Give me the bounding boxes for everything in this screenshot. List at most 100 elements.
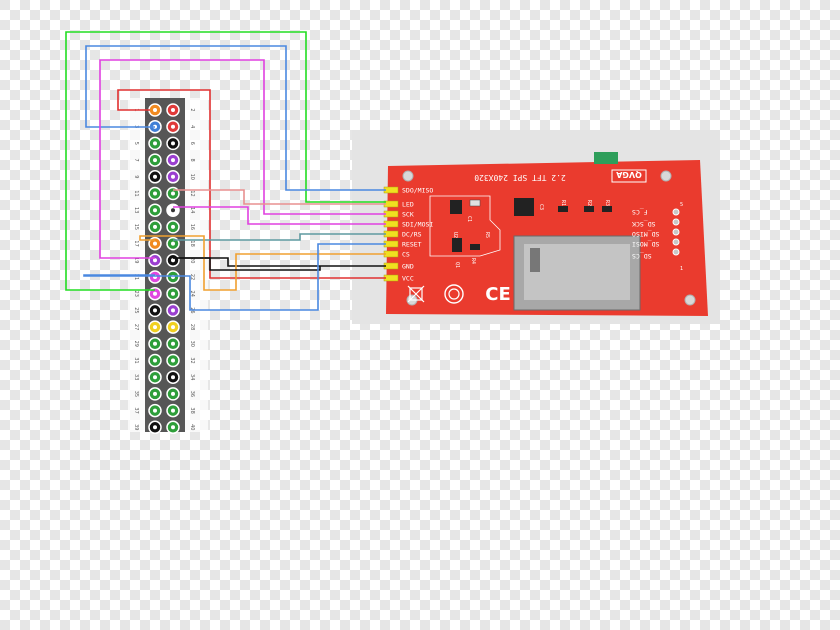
header-pin-hole [153,191,157,196]
sd-pin-label: SD_MISO [632,230,659,238]
mount-hole-top-right [660,170,672,182]
pin-number: 7 [133,159,139,162]
header-pin-hole [171,325,175,330]
pin-number: 4 [189,125,195,128]
component-label: R2 [586,200,592,206]
header-pin-hole [153,108,157,112]
pin-number: 24 [189,291,195,297]
header-pin-hole [153,325,157,330]
wire-magenta-mosi [173,206,386,225]
header-pin-hole [153,174,157,179]
resistor-r3 [602,206,612,212]
header-pin-hole [171,124,175,129]
wire-green [65,31,386,291]
header-pin-hole [171,358,175,363]
resistor-r1 [558,206,568,212]
pin-number: 21 [133,274,139,280]
pin-number: 30 [189,341,195,347]
pin-number: 35 [133,391,139,397]
board-pin-label: LED [402,201,414,209]
resistor-r2 [584,206,594,212]
pin-number: 36 [189,391,195,397]
sd-pin-hole [672,218,680,226]
pin-number: 13 [133,207,139,213]
brand-box [611,169,647,183]
wire-blue-reset [83,243,386,311]
pin-number: 22 [189,274,195,280]
header-pin-hole [153,341,157,346]
wire-teal-dcrs [173,233,386,241]
header-pin-hole [171,224,175,229]
ccc-icon [444,284,464,304]
cert-marks: CE [407,284,511,305]
board-pin-label: VCC [402,275,414,283]
pin-number: 17 [133,240,139,246]
pin-number: 28 [189,324,195,330]
board-pin-label: SCK [402,211,414,219]
sd-pin-hole [672,248,680,256]
board-header-pin [383,274,399,282]
sd-pin-label: SD_MOSI [632,240,659,248]
header-pin-hole [153,241,157,246]
pin-number: 18 [189,240,195,246]
sd-pin-hole [672,208,680,216]
pin-number: 5 [133,142,139,145]
header-pin-hole [153,258,157,263]
sd-pin-label: F_CS [632,208,648,216]
board-pin-label: GND [402,263,414,271]
board-header-pin [383,262,399,270]
header-pin-hole [171,308,175,313]
board-pin-label: RESET [402,241,422,249]
chip-u2 [450,200,462,214]
header-pin-hole [153,291,157,296]
pin-number: 33 [133,374,139,380]
pin-number: 39 [133,424,139,430]
header-pin-hole [171,158,175,163]
wire-blue-miso [85,45,386,191]
header-pin-hole [171,208,175,213]
sd-pin-holes: 51 [672,202,683,272]
header-pin-hole [171,258,175,263]
board-pin-label: CS [402,251,410,259]
sd-pin-mark: 1 [680,266,683,272]
pin-number: 40 [189,424,195,430]
wires [65,31,386,311]
mount-hole-top-left [402,170,414,182]
pin-number: 8 [189,159,195,162]
header-pin-hole [153,208,157,213]
header-pin-hole [153,425,157,430]
component-label: U2 [452,232,458,238]
component-label: R1 [560,200,566,206]
header-pin-hole [171,108,175,112]
ce-mark: CE [485,284,511,305]
brand-label: QVGA [615,170,642,179]
component-label: R5 [484,232,490,238]
header-pin-hole [171,174,175,179]
header-pin-hole [153,408,157,413]
pin-number: 29 [133,341,139,347]
chip-ic [514,198,534,216]
wire-red-vcc [117,89,386,279]
component-label: C1 [466,216,472,222]
header-pin-hole [171,391,175,396]
mount-hole-bottom-right [684,294,696,306]
board-header-pin [383,250,399,258]
wire-black-gnd-2 [173,257,321,271]
header-pin-hole [153,375,157,380]
tft-board: SDO/MISOLEDSCKSDI/MOSIDC/RSRESETCSGNDVCC… [383,152,708,316]
sd-pin-hole [672,238,680,246]
header-pin-hole [153,308,157,313]
pin-number: 9 [133,175,139,178]
pin-number: 2 [189,108,195,111]
sd-pin-label: SD_CS [632,252,652,260]
pin-number: 14 [189,207,195,213]
board-header-pin [383,240,399,248]
pin-number: 37 [133,407,139,413]
pin-number: 38 [189,407,195,413]
wire-pink-led [173,189,386,205]
